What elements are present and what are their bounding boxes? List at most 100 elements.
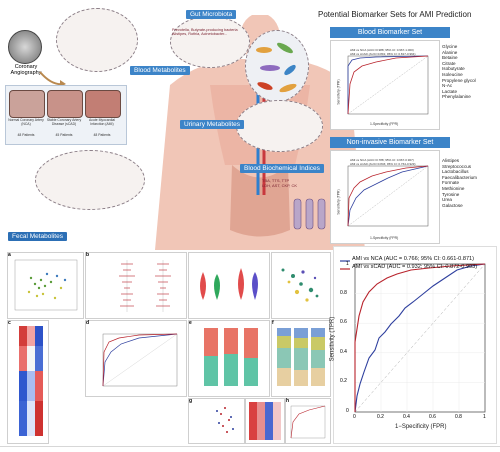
list-item: Formate [442, 180, 460, 186]
list-item: Faecalibacterium [442, 174, 477, 180]
big-roc-ytick-04: 0.4 [340, 349, 347, 355]
fecal-banner: Fecal Metabolites [8, 232, 67, 241]
patient-scad-label: Stable Coronary Artery Disease (sCAD) [46, 118, 82, 126]
patient-ami-count: 48 Patients [93, 133, 111, 137]
gut-bubble [170, 16, 250, 68]
list-item: Tyrosine [442, 191, 460, 197]
big-roc-chart [354, 263, 486, 413]
blood-legend-nca: AMI vs NCA (AUC=0.988; 95% CI: 0.967-1.0… [350, 48, 414, 52]
panel-d [85, 320, 187, 397]
blood-set-header: Blood Biomarker Set [330, 27, 450, 38]
page-title: Potential Biomarker Sets for AMI Predict… [318, 10, 472, 19]
big-roc-xtick-0: 0 [353, 414, 356, 420]
urinary-banner: Urinary Metabolites [180, 120, 244, 129]
list-item: Isobutyrate [442, 66, 465, 72]
list-item: Alanine [442, 49, 458, 55]
list-item: Urea [442, 197, 452, 203]
urinary-bubble [236, 100, 323, 152]
gut-banner: Gut Microbiota [186, 10, 237, 19]
fecal-bubble [35, 150, 145, 210]
patient-nca-image [9, 90, 45, 118]
blood-xlabel: 1-Specificity (FPR) [370, 122, 399, 126]
blood-legend-scad: AMI vs sCAD (AUC=0.891; 95% CI: 0.817-0.… [350, 52, 416, 56]
panel-d-roc [102, 333, 178, 387]
panel-a-scatter [14, 259, 78, 311]
panel-e-stacked [204, 328, 258, 386]
big-roc-xtick-02: 0.2 [377, 414, 384, 420]
schematic: Coronary Angiography Normal Coronary Art… [5, 8, 477, 250]
heatmap-small [249, 402, 281, 440]
list-item: Isoleucine [442, 71, 463, 77]
panel-letter-e: e [189, 320, 192, 326]
noninv-set-header: Non-invasive Biomarker Set [330, 137, 450, 148]
panel-letter-g: g [189, 398, 193, 404]
panel-h [285, 398, 331, 444]
big-roc-legend-scad: AMI vs sCAD (AUC = 0.932; 95% CI: 0.872-… [352, 264, 478, 270]
panel-b [85, 252, 187, 319]
noninv-roc-chart [347, 165, 429, 227]
big-roc-xtick-04: 0.4 [403, 414, 410, 420]
big-roc-xtick-08: 0.8 [455, 414, 462, 420]
list-item: N-Ac [442, 83, 453, 89]
biochem-banner: Blood Biochemical Indices [240, 164, 324, 173]
noninv-xlabel: 1-Specificity (FPR) [370, 236, 399, 240]
list-item: Alistipes [442, 158, 460, 163]
figure-grid: a b c d [5, 252, 331, 444]
big-roc-ytick-08: 0.8 [340, 290, 347, 296]
patient-scad-image [47, 90, 83, 118]
patient-nca-count: 48 Patients [17, 133, 35, 137]
list-item: Citrate [442, 60, 456, 66]
blood-ylabel: Sensitivity (TPR) [336, 79, 341, 105]
big-roc-ytick-0: 0 [346, 408, 349, 414]
list-item: Streptococcus [442, 163, 472, 169]
big-roc-xtick-1: 1 [483, 414, 486, 420]
panel-letter-c: c [8, 320, 11, 326]
noninv-legend-scad: AMI vs sCAD (AUC=0.846; 95% CI: 0.764-0.… [350, 162, 416, 166]
panel-g [188, 398, 245, 444]
big-roc-ytick-06: 0.6 [340, 319, 347, 325]
list-item: Phenylalanine [442, 94, 471, 100]
legend-scad-swatch [340, 268, 350, 270]
big-roc-ytick-1: 1 [346, 261, 349, 267]
big-roc-ytick-02: 0.2 [340, 378, 347, 384]
noninv-roc-panel [330, 150, 440, 244]
panel-h-roc [290, 405, 326, 439]
noninv-legend-nca: AMI vs NCA (AUC=0.788; 95% CI: 0.667-0.9… [350, 158, 414, 162]
panel-letter-d: d [86, 320, 90, 326]
list-item: Galactose [442, 202, 463, 208]
legend-nca-swatch [340, 260, 350, 262]
panel-b-forest [119, 260, 171, 312]
panel-letter-h: h [286, 398, 290, 404]
patient-ami-image [85, 90, 121, 118]
noninv-ylabel: Sensitivity (TPR) [336, 189, 341, 215]
blood-roc-panel [330, 40, 440, 130]
list-item: Methionine [442, 185, 465, 191]
bubble-plot [281, 268, 319, 302]
biochem-text: TBA, TTS, TTP LDH, AST, CKP, CK [262, 178, 298, 188]
patient-nca-label: Normal Coronary Artery (NCA) [8, 118, 44, 126]
violin-plot [200, 268, 258, 300]
big-roc-panel [333, 246, 497, 444]
blood-tubes-icon [293, 198, 326, 230]
big-roc-xlabel: 1−Specificity (FPR) [395, 424, 447, 430]
blood-metabolite-bubble [56, 8, 138, 72]
patient-ami-label: Acute Myocardial Infarction (AMI) [88, 118, 115, 126]
panel-f-stacked [277, 328, 325, 386]
big-roc-ylabel: Sensitivity (TPR) [329, 316, 336, 362]
panel-letter-a: a [8, 252, 11, 258]
panel-letter-f: f [272, 320, 274, 326]
noninv-biomarker-list: Alistipes Streptococcus Lactobacillus Fa… [442, 158, 477, 208]
big-roc-legend-nca: AMI vs NCA (AUC = 0.766; 95% CI: 0.661-0… [352, 256, 475, 262]
list-item: Glycine [442, 44, 458, 49]
gut-text: Prevotella, Butyrate-producing bacteria … [172, 28, 238, 36]
big-roc-xtick-06: 0.6 [429, 414, 436, 420]
panel-g-dots [216, 407, 234, 433]
angiography-image [8, 30, 42, 64]
coronary-label: Coronary Angiography [10, 64, 42, 76]
blood-biomarker-list: Glycine Alanine Betaine Citrate Isobutyr… [442, 44, 476, 100]
bottom-divider [0, 446, 500, 447]
panel-letter-b: b [86, 252, 90, 258]
list-item: Lactobacillus [442, 169, 469, 175]
microbe-icon [256, 42, 297, 93]
list-item: Lactate [442, 88, 458, 94]
